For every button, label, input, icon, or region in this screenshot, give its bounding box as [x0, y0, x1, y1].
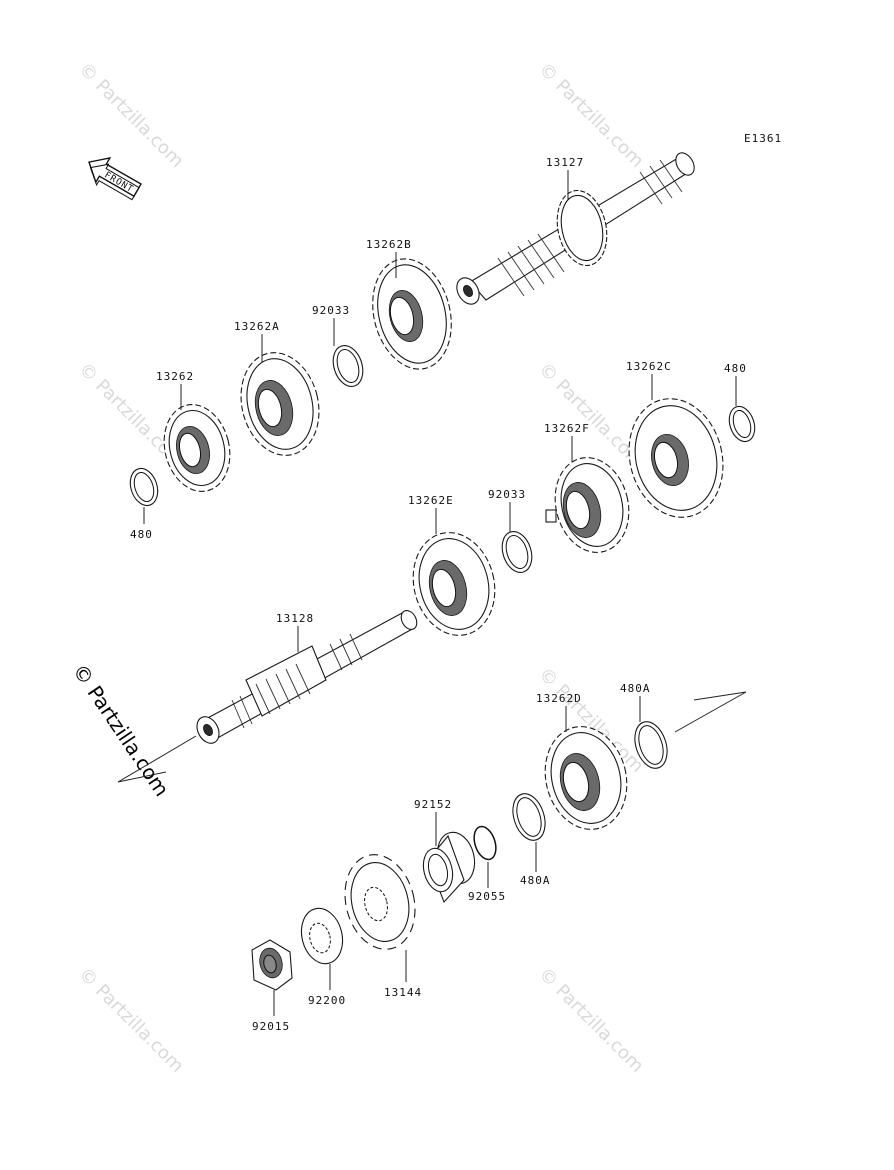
gear-13262B [372, 258, 452, 370]
label-92152: 92152 [414, 798, 452, 811]
part-labels: 13127 13262B 92033 13262A 13262 480 1326… [130, 156, 747, 1033]
label-92200: 92200 [308, 994, 346, 1007]
partzilla-watermark: © Partzilla.com [68, 659, 174, 800]
label-92015: 92015 [252, 1020, 290, 1033]
gear-13262C [628, 398, 724, 518]
label-13262: 13262 [156, 370, 194, 383]
collar-92152 [422, 831, 476, 904]
leader-left [117, 735, 197, 783]
label-13128: 13128 [276, 612, 314, 625]
nut-92015 [251, 939, 293, 991]
label-480A-top: 480A [620, 682, 651, 695]
watermark-2: © Partzilla.com [534, 59, 647, 172]
label-13262C: 13262C [626, 360, 672, 373]
sprocket-13144 [344, 854, 416, 950]
watermark-7: © Partzilla.com [534, 964, 647, 1077]
o-ring-92055 [473, 825, 497, 861]
label-92033-mid: 92033 [488, 488, 526, 501]
gear-13127 [556, 189, 608, 267]
label-480A-bottom: 480A [520, 874, 551, 887]
label-13262D: 13262D [536, 692, 582, 705]
circlip-480A-bottom [512, 793, 546, 841]
leader-right [674, 691, 747, 733]
watermark-6: © Partzilla.com [74, 964, 187, 1077]
gear-13262E [412, 532, 496, 636]
label-13262F: 13262F [544, 422, 590, 435]
label-480-left: 480 [130, 528, 153, 541]
circlip-480-left [129, 467, 159, 507]
circlip-480-right [728, 405, 756, 443]
label-13262B: 13262B [366, 238, 412, 251]
label-13127: 13127 [546, 156, 584, 169]
washer-92200 [300, 907, 344, 965]
leader-lines [143, 170, 737, 1016]
label-13262E: 13262E [408, 494, 454, 507]
label-92033-top: 92033 [312, 304, 350, 317]
circlip-92033-mid [501, 531, 533, 573]
shaft-13128 [196, 610, 418, 744]
label-480-right: 480 [724, 362, 747, 375]
gear-13262D [544, 726, 628, 830]
gear-13262 [163, 404, 231, 492]
diagram-code: E1361 [744, 132, 782, 145]
circlip-92033-top [332, 345, 364, 387]
gear-13262F [545, 457, 630, 553]
label-13144: 13144 [384, 986, 422, 999]
front-arrow-icon: FRONT [88, 157, 142, 201]
circlip-480A-top [634, 721, 668, 769]
watermark-1: © Partzilla.com [74, 59, 187, 172]
label-92055: 92055 [468, 890, 506, 903]
label-13262A: 13262A [234, 320, 280, 333]
gear-13262A [240, 352, 320, 456]
